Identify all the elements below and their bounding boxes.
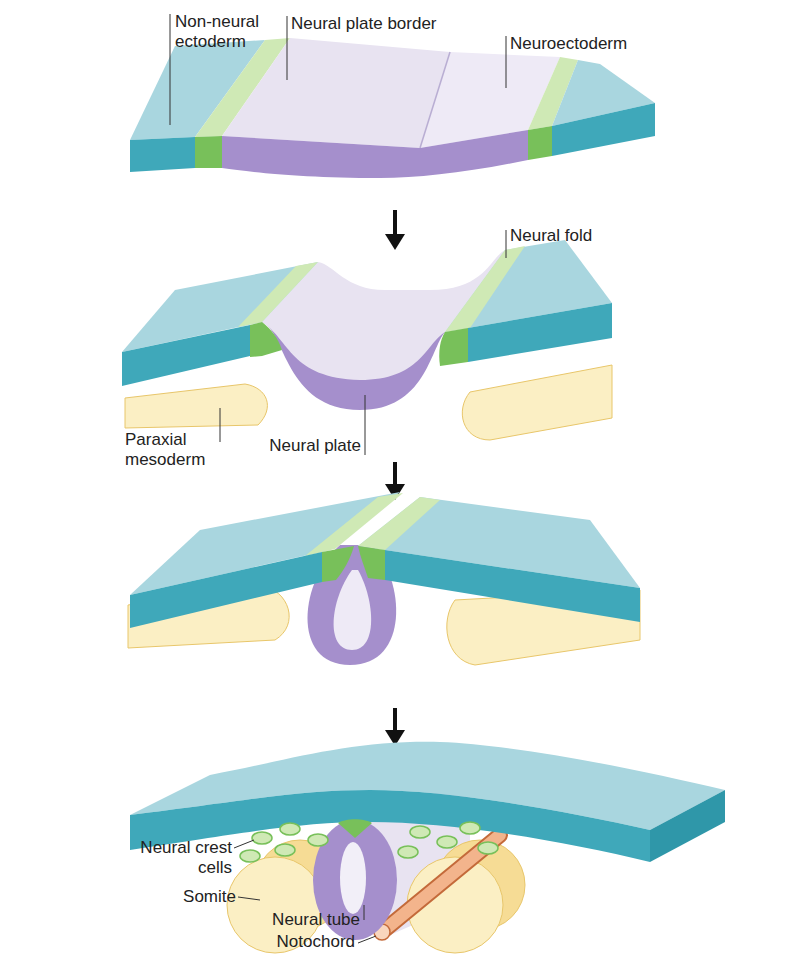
- ectoderm-front: [130, 137, 195, 172]
- crest-cell: [460, 822, 480, 834]
- stage-neural-tube: [130, 742, 725, 953]
- leader-line: [234, 840, 254, 848]
- part-label: Neural fold: [510, 226, 592, 246]
- ectoderm-side: [650, 790, 725, 862]
- ectoderm-front: [130, 552, 322, 628]
- crest-cell: [398, 846, 418, 858]
- part-label: Neural plate border: [291, 14, 437, 34]
- leader-lines: [220, 230, 506, 455]
- crest-cell: [275, 844, 295, 856]
- crest-cell: [280, 823, 300, 835]
- ectoderm-front: [385, 550, 640, 622]
- border-front: [195, 136, 222, 168]
- arrow-head: [385, 234, 405, 250]
- dorsal-cap: [338, 819, 372, 838]
- ectoderm-front: [122, 325, 250, 386]
- neuroectoderm-front: [222, 130, 528, 178]
- leader-line: [287, 16, 288, 80]
- crest-cell: [252, 832, 272, 844]
- step-arrow: [393, 210, 397, 238]
- leader-line: [506, 36, 507, 88]
- part-label: Notochord: [250, 932, 355, 952]
- leader-line: [238, 897, 260, 900]
- part-label: Neural tube: [250, 910, 360, 930]
- crest-cell: [240, 850, 260, 862]
- stage-neural-plate: [122, 240, 612, 440]
- notochord-outline: [382, 835, 500, 932]
- crest-cell: [437, 836, 457, 848]
- neuroectoderm-top: [222, 38, 450, 148]
- stage-folds-meeting: [128, 492, 640, 665]
- part-label: Neural plate: [250, 436, 361, 456]
- crest-cell: [410, 826, 430, 838]
- paraxial-mesoderm: [125, 384, 267, 428]
- crest-cell: [478, 842, 498, 854]
- part-label: Paraxial mesoderm: [125, 430, 217, 470]
- neural-crest-cells: [240, 822, 498, 862]
- notochord: [382, 835, 500, 932]
- leader-line: [365, 395, 366, 455]
- part-label: Neuroectoderm: [510, 34, 627, 54]
- neural-fold-front: [358, 546, 385, 580]
- leader-line: [364, 905, 365, 920]
- neural-fold-top: [238, 262, 318, 327]
- tube-lumen: [340, 842, 366, 914]
- ectoderm-front: [468, 303, 612, 362]
- leader-line: [506, 230, 507, 258]
- ectoderm-front: [552, 103, 655, 156]
- neural-fold-top: [445, 246, 525, 332]
- crease-line: [420, 52, 450, 148]
- leader-lines: [234, 840, 376, 943]
- part-label: Somite: [150, 887, 236, 907]
- neural-fold-top: [358, 497, 440, 550]
- part-label: Non-neural ectoderm: [175, 12, 275, 52]
- stage-flat-sheet: [130, 38, 655, 178]
- leader-line: [170, 14, 171, 125]
- neural-fold-front: [439, 328, 468, 366]
- paraxial-mesoderm: [462, 365, 612, 440]
- tube-lumen: [334, 570, 372, 650]
- leader-line: [220, 408, 221, 442]
- part-label: Neural crest cells: [140, 838, 232, 878]
- crest-cell: [308, 834, 328, 846]
- neural-fold-front: [322, 546, 354, 582]
- neural-fold-front: [250, 322, 282, 357]
- border-front: [528, 126, 552, 160]
- leader-line: [358, 936, 376, 943]
